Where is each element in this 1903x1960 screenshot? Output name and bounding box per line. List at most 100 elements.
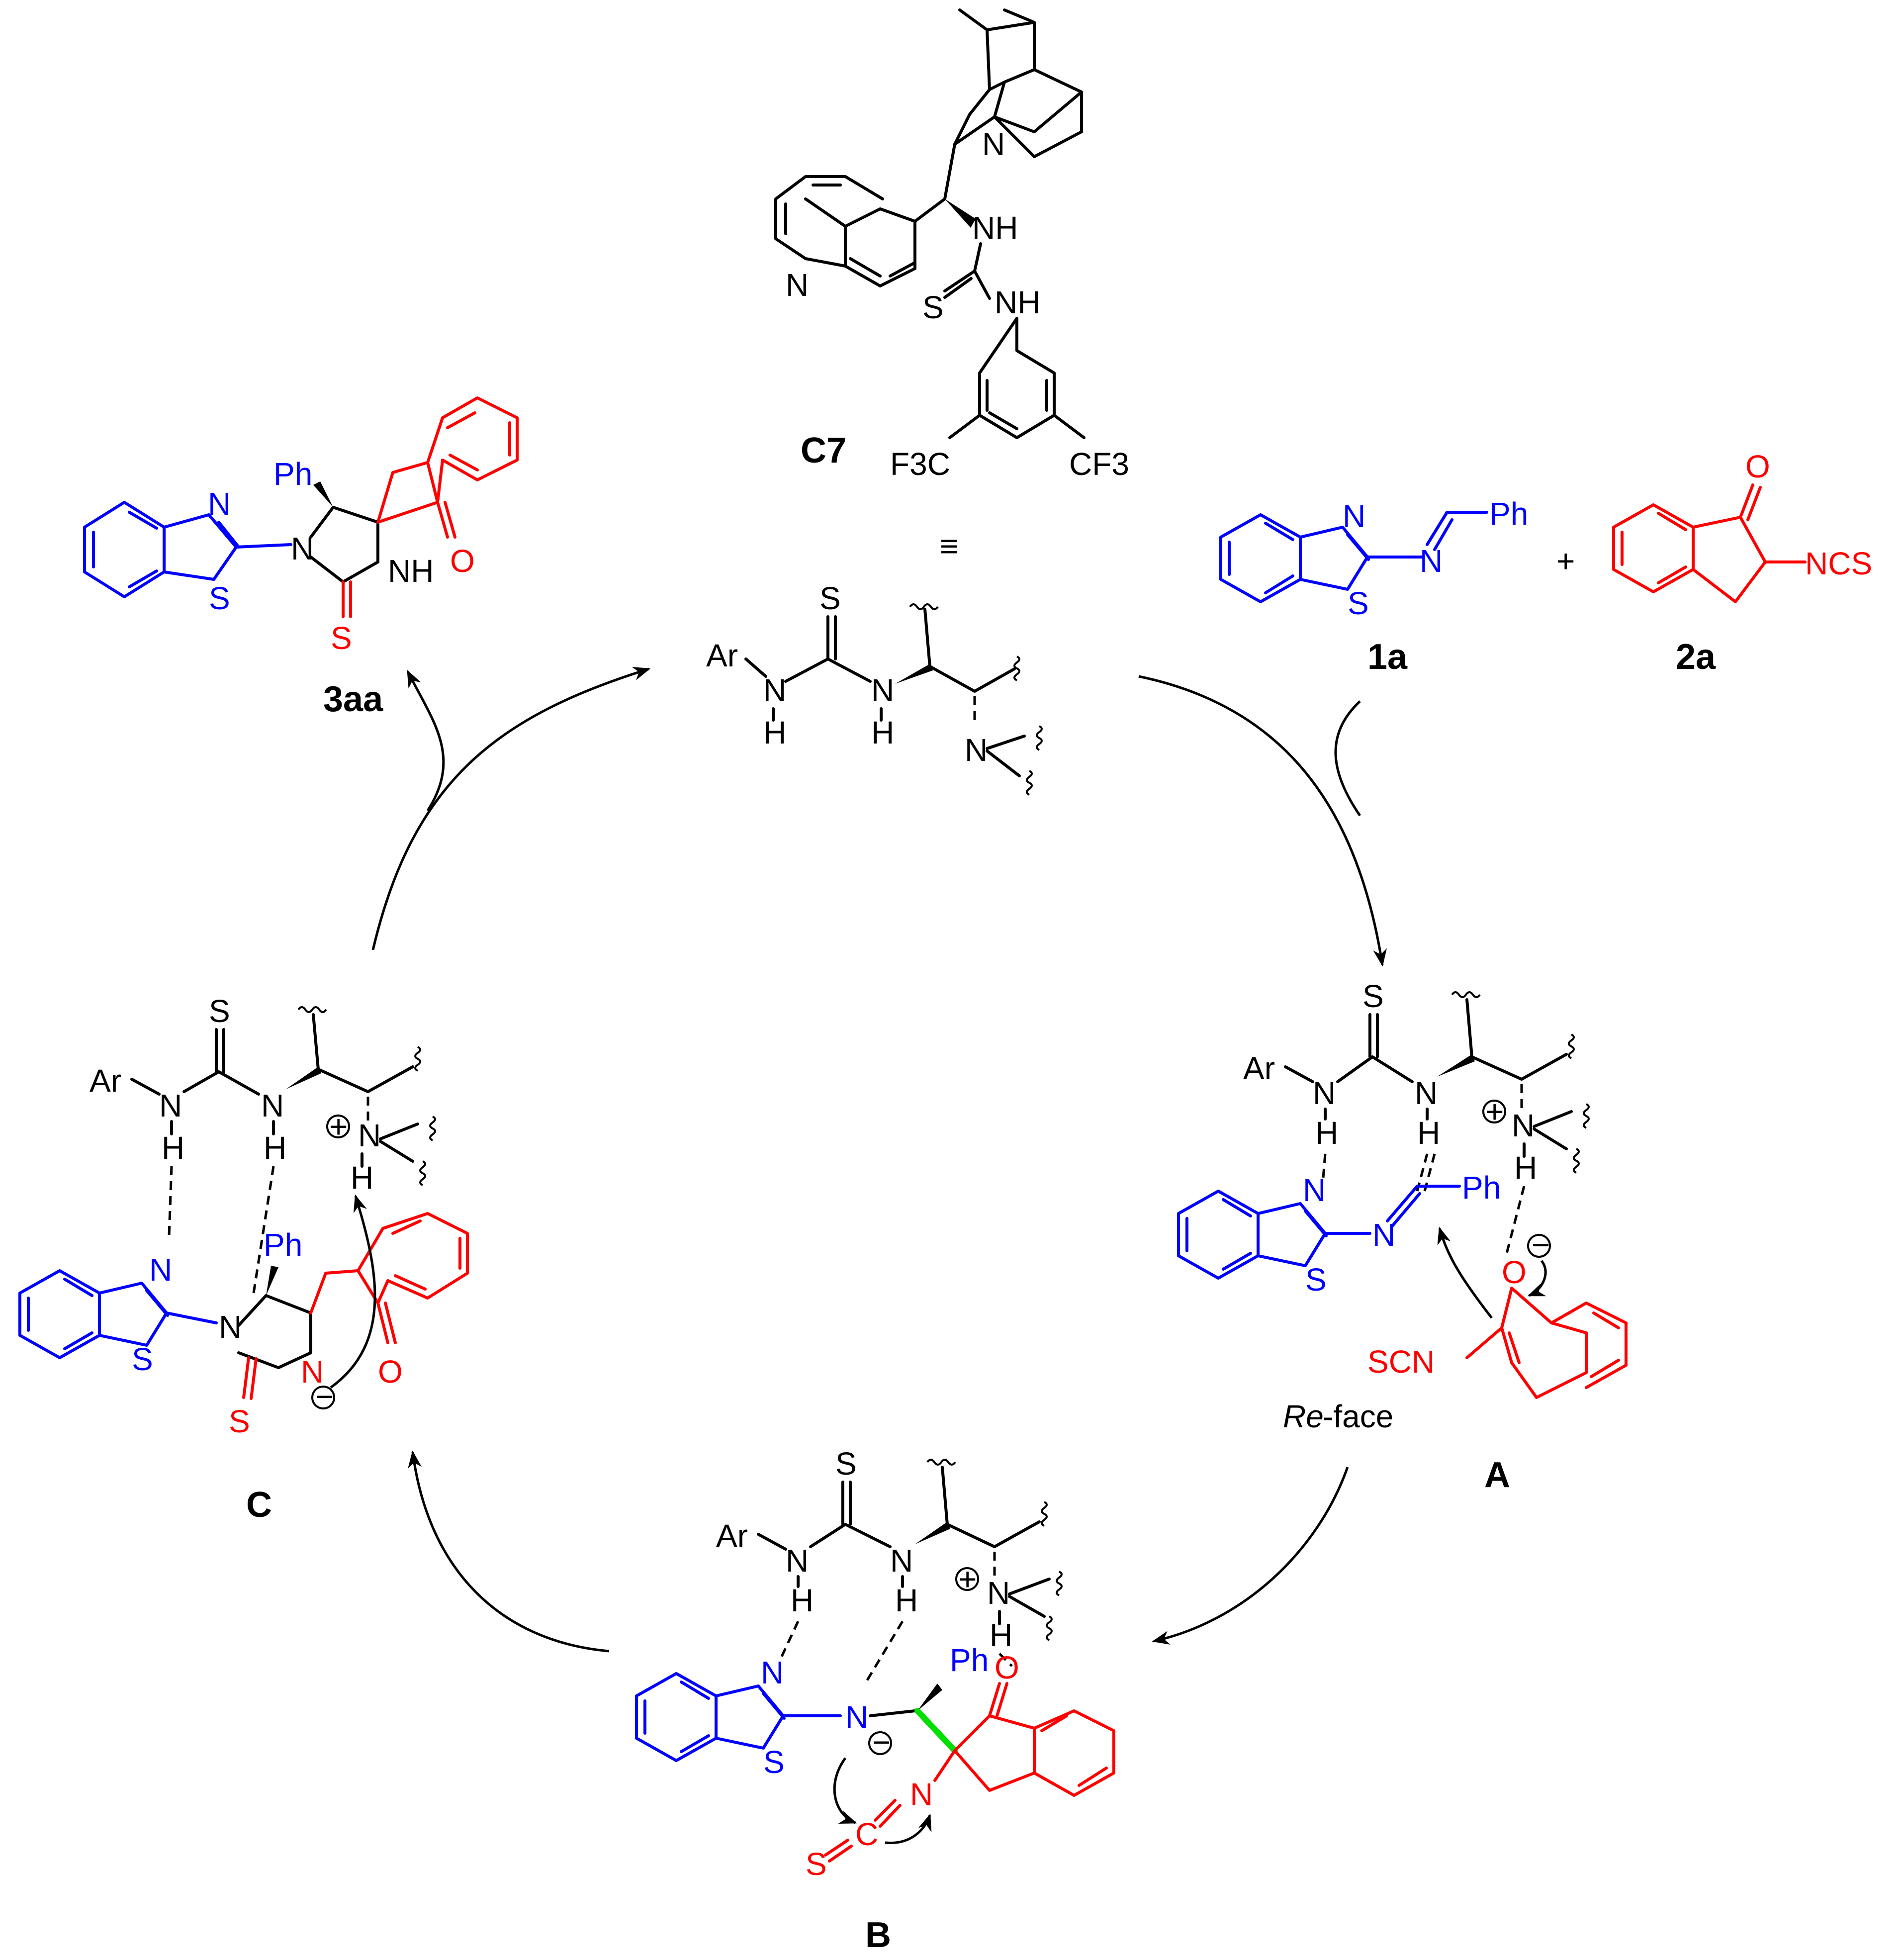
product-n-ring: N bbox=[208, 486, 231, 522]
reactant-label-1a: 1a bbox=[1367, 637, 1408, 677]
cat-n2: N bbox=[871, 672, 894, 708]
intermediate-label-b: B bbox=[865, 1915, 891, 1955]
catalyst-nh-bottom: NH bbox=[995, 284, 1040, 320]
a-h3: H bbox=[1514, 1150, 1537, 1186]
arrow-b-to-c bbox=[408, 1450, 610, 1653]
product-nh: NH bbox=[388, 553, 434, 589]
arrow-c-to-catalyst bbox=[371, 667, 651, 950]
reactant-2a: O NCS 2a bbox=[1612, 449, 1872, 677]
c-n-anion: N bbox=[301, 1354, 324, 1390]
c-s: S bbox=[209, 993, 230, 1029]
product-o: O bbox=[450, 543, 475, 579]
catalyst-cf3-left: F3C bbox=[890, 446, 950, 482]
b-s-ncs: S bbox=[806, 1846, 827, 1882]
a-s-ring: S bbox=[1305, 1262, 1327, 1298]
a-s: S bbox=[1362, 978, 1384, 1014]
c-s-thione: S bbox=[229, 1403, 250, 1439]
b-ph: Ph bbox=[950, 1642, 989, 1678]
cat-h1: H bbox=[763, 715, 786, 750]
b-n2: N bbox=[890, 1543, 913, 1579]
a-n-imine: N bbox=[1372, 1217, 1395, 1253]
a-face-rest: -face bbox=[1323, 1399, 1393, 1434]
r1-ph: Ph bbox=[1489, 496, 1528, 532]
c-h2: H bbox=[264, 1130, 286, 1166]
b-n-ring: N bbox=[761, 1655, 784, 1690]
intermediate-a: Ar N H S N H N + H N S N Ph O − bbox=[1177, 978, 1628, 1495]
a-o: O bbox=[1502, 1254, 1527, 1290]
b-h1: H bbox=[791, 1583, 814, 1618]
cat-ar: Ar bbox=[706, 638, 738, 673]
reactant-label-2a: 2a bbox=[1676, 637, 1716, 677]
catalyst-quinuclidine-n: N bbox=[982, 126, 1005, 162]
intermediate-c: Ar N H S N H N + H N S N Ph S N bbox=[18, 993, 469, 1525]
catalyst-quinoline-n: N bbox=[786, 267, 809, 303]
c-ph: Ph bbox=[264, 1227, 302, 1263]
intermediate-label-c: C bbox=[246, 1485, 272, 1525]
c-charge-minus: − bbox=[315, 1379, 334, 1414]
c-o: O bbox=[378, 1354, 403, 1390]
r1-n-ring: N bbox=[1343, 498, 1365, 534]
b-h3: H bbox=[990, 1617, 1012, 1653]
c-n1: N bbox=[159, 1088, 182, 1123]
cycle-arrows bbox=[371, 667, 1387, 1653]
b-ar: Ar bbox=[716, 1518, 748, 1554]
a-h1: H bbox=[1315, 1115, 1338, 1151]
b-c-ncs: C bbox=[855, 1816, 878, 1852]
c-h1: H bbox=[162, 1130, 184, 1166]
c-n-ring: N bbox=[149, 1252, 172, 1288]
b-s: S bbox=[835, 1446, 857, 1482]
arrow-catalyst-to-a bbox=[1138, 675, 1387, 967]
a-n2: N bbox=[1415, 1075, 1438, 1111]
r1-s-ring: S bbox=[1348, 585, 1369, 621]
catalyst-simplified: Ar N H S N H N bbox=[706, 580, 1043, 796]
equivalent-symbol: ≡ bbox=[940, 528, 958, 564]
catalyst-label-c7: C7 bbox=[801, 431, 846, 470]
a-face-italic: Re bbox=[1283, 1399, 1324, 1434]
a-scn: SCN bbox=[1367, 1344, 1435, 1380]
r2-o: O bbox=[1745, 449, 1770, 484]
c-charge-plus: + bbox=[329, 1109, 348, 1144]
catalyst-c7-structure: N N NH S NH F3C CF3 C7 ≡ bbox=[774, 8, 1129, 564]
b-o: O bbox=[995, 1650, 1019, 1685]
a-charge-plus: + bbox=[1485, 1094, 1504, 1129]
a-n3: N bbox=[1512, 1108, 1535, 1143]
arrow-a-to-b bbox=[1152, 1467, 1349, 1645]
reactant-1a: N S N Ph 1a bbox=[1219, 496, 1528, 677]
product-3aa: N S N Ph S NH O 3aa bbox=[83, 396, 519, 719]
b-h2: H bbox=[895, 1583, 918, 1618]
a-ar: Ar bbox=[1243, 1050, 1275, 1086]
b-s-ring: S bbox=[763, 1744, 785, 1780]
catalyst-nh-top: NH bbox=[972, 210, 1018, 246]
arrow-reactants-join bbox=[1334, 700, 1361, 817]
product-label-3aa: 3aa bbox=[323, 679, 383, 719]
product-s-thione: S bbox=[331, 620, 352, 656]
r2-ncs: NCS bbox=[1805, 546, 1872, 581]
b-n-anion: N bbox=[845, 1699, 868, 1735]
b-charge-plus: + bbox=[958, 1561, 977, 1597]
arrow-release-3aa bbox=[406, 669, 445, 812]
cat-h2: H bbox=[871, 715, 894, 750]
intermediate-b: Ar N H S N H N + H N S N − Ph bbox=[635, 1446, 1115, 1955]
cat-n1: N bbox=[763, 672, 786, 708]
a-h2: H bbox=[1417, 1115, 1440, 1151]
r1-n-imine: N bbox=[1420, 543, 1443, 579]
b-n1: N bbox=[786, 1543, 809, 1579]
a-n-ring: N bbox=[1303, 1172, 1326, 1208]
catalyst-s: S bbox=[922, 289, 944, 325]
b-charge-minus: − bbox=[872, 1724, 891, 1760]
c-s-ring: S bbox=[132, 1341, 153, 1377]
b-n3: N bbox=[987, 1575, 1010, 1611]
cat-s: S bbox=[819, 580, 841, 616]
product-s-ring: S bbox=[209, 580, 230, 616]
a-n1: N bbox=[1313, 1075, 1336, 1111]
a-charge-minus: − bbox=[1532, 1227, 1550, 1263]
c-ar: Ar bbox=[90, 1063, 121, 1099]
c-n-link: N bbox=[219, 1309, 242, 1345]
b-n-ncs: N bbox=[910, 1776, 933, 1812]
c-n2: N bbox=[261, 1088, 284, 1123]
cat-n3: N bbox=[965, 732, 988, 768]
c-n3: N bbox=[358, 1118, 381, 1153]
plus-sign: + bbox=[1556, 543, 1575, 579]
intermediate-label-a: A bbox=[1484, 1455, 1510, 1495]
